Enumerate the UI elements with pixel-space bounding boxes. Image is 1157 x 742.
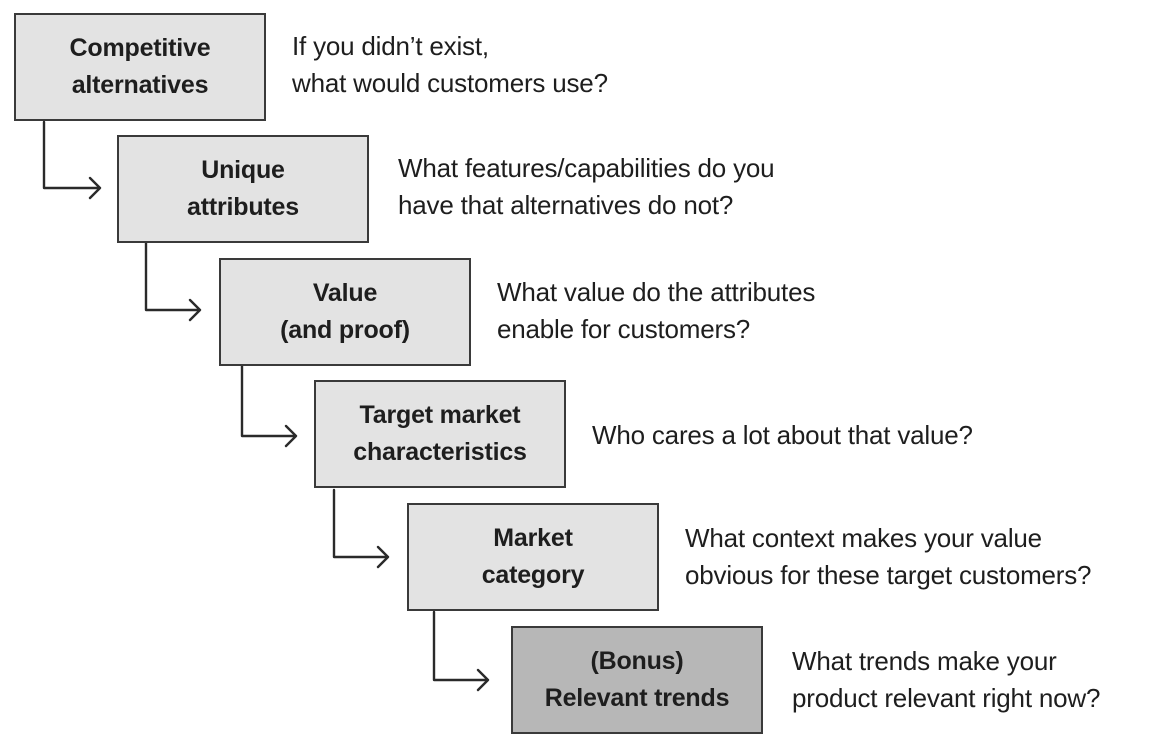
connector-arrow-3 [240,364,298,448]
question-line: What trends make your [792,646,1057,676]
connector-arrow-4 [332,488,390,569]
question-line: What context makes your value [685,523,1042,553]
question-line: obvious for these target customers? [685,560,1092,590]
step-title-line: attributes [187,193,299,221]
step-title-line: Competitive [69,34,211,62]
step-box-market-category: Market category [407,503,659,611]
question-line: enable for customers? [497,314,751,344]
question-line: product relevant right now? [792,683,1101,713]
question-line: What features/capabilities do you [398,153,775,183]
step-title-line: Target market [359,401,521,429]
question-line: What value do the attributes [497,277,816,307]
step-title-line: Value [312,279,378,307]
step-title-line: Relevant trends [544,684,730,712]
step-question-unique-attributes: What features/capabilities do you have t… [398,150,775,224]
step-title-line: alternatives [71,71,209,99]
step-title-line: characteristics [353,438,527,466]
connector-arrow-2 [144,241,202,322]
step-question-target-market-characteristics: Who cares a lot about that value? [592,417,973,454]
step-box-unique-attributes: Unique attributes [117,135,369,243]
question-line: have that alternatives do not? [398,190,734,220]
step-box-competitive-alternatives: Competitive alternatives [14,13,266,121]
connector-arrow-5 [432,610,490,692]
step-question-competitive-alternatives: If you didn’t exist, what would customer… [292,28,608,102]
question-line: what would customers use? [292,68,608,98]
step-question-relevant-trends: What trends make your product relevant r… [792,643,1100,717]
connector-arrow-1 [42,120,102,200]
step-title-line: (Bonus) [590,647,684,675]
step-box-target-market-characteristics: Target market characteristics [314,380,566,488]
step-box-relevant-trends: (Bonus) Relevant trends [511,626,763,734]
step-title-line: Market [493,524,573,552]
step-title-line: category [481,561,585,589]
question-line: If you didn’t exist, [292,31,489,61]
question-line: Who cares a lot about that value? [592,420,973,450]
step-title-line: (and proof) [280,316,410,344]
step-question-value-and-proof: What value do the attributes enable for … [497,274,815,348]
step-box-value-and-proof: Value (and proof) [219,258,471,366]
step-title-line: Unique [201,156,285,184]
step-question-market-category: What context makes your value obvious fo… [685,520,1092,594]
